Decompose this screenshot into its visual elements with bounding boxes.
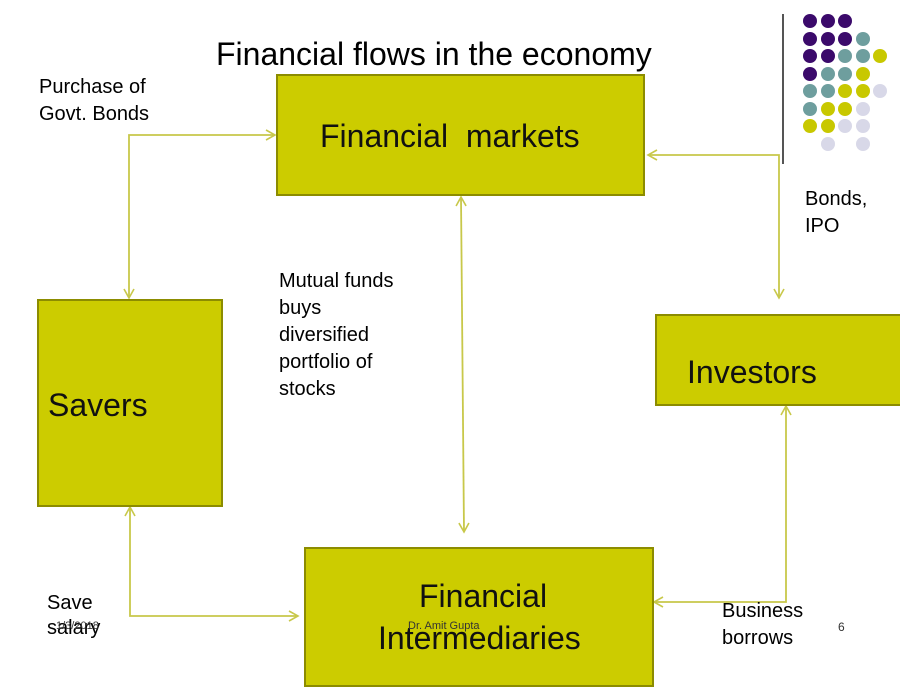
label-salary-line2: salary: [47, 617, 101, 639]
label-borrows-line2: borrows: [722, 627, 794, 649]
node-financial-intermediaries-label-1: Financial: [419, 578, 548, 614]
decorative-dot: [838, 84, 852, 98]
edge-savers-markets: [123, 129, 277, 300]
decorative-dot: [855, 136, 870, 151]
footer-author: Dr. Amit Gupta: [408, 620, 480, 632]
decorative-dot: [820, 49, 835, 63]
decorative-dot: [803, 14, 817, 28]
decorative-dot: [820, 66, 835, 81]
footer-date: 1/3/2018: [56, 620, 99, 632]
decorative-dot: [855, 66, 870, 81]
decorative-dot: [820, 101, 835, 116]
decorative-dot: [803, 84, 817, 98]
node-investors-label: Investors: [687, 354, 817, 390]
decorative-dot: [820, 31, 835, 46]
label-purchase-govt-bonds: Purchase of Govt. Bonds: [39, 74, 149, 127]
label-bonds-ipo: Bonds, IPO: [805, 186, 867, 239]
label-business-line1: Business: [722, 600, 804, 622]
node-savers[interactable]: Savers: [37, 299, 223, 507]
label-save-salary: Save salary: [47, 591, 100, 641]
decorative-dot: [803, 31, 817, 46]
decorative-dot: [838, 119, 852, 133]
label-purchase-line2: Govt. Bonds: [39, 102, 150, 125]
decorative-divider: [782, 14, 784, 164]
decorative-dot: [873, 84, 887, 98]
decorative-dot: [855, 119, 870, 133]
slide-title: Financial flows in the economy: [216, 36, 652, 72]
page-number: 6: [838, 620, 845, 634]
node-financial-intermediaries[interactable]: Financial Intermediaries: [304, 547, 654, 687]
decorative-dot: [820, 14, 835, 28]
decorative-dot: [803, 119, 817, 133]
decorative-dot: [855, 84, 870, 98]
label-business-borrows: Business borrows: [722, 598, 803, 652]
label-mutual-line: diversified: [279, 324, 370, 346]
edge-markets-investors: [646, 149, 785, 300]
edge-markets-intermediaries: [455, 195, 470, 534]
decorative-dot: [838, 49, 852, 63]
node-financial-intermediaries-label-2: Intermediaries: [378, 620, 581, 656]
node-savers-label: Savers: [48, 387, 148, 423]
decorative-dot: [803, 101, 817, 116]
label-bonds-line1: Bonds,: [805, 188, 868, 210]
edge-savers-intermediaries: [124, 505, 300, 622]
decorative-dot: [820, 119, 835, 133]
label-purchase-line1: Purchase of: [39, 76, 146, 98]
label-mutual-line: portfolio of: [279, 351, 373, 373]
label-mutual-line: Mutual funds: [279, 270, 394, 292]
decorative-dot: [855, 49, 870, 63]
decorative-dot: [803, 49, 817, 63]
label-ipo-line2: IPO: [805, 214, 840, 237]
decorative-dot: [838, 101, 852, 116]
decorative-dot: [838, 31, 852, 46]
decorative-dot: [855, 101, 870, 116]
node-financial-markets-label: Financial markets: [320, 118, 580, 154]
decorative-dot: [873, 49, 887, 63]
label-mutual-line: buys: [279, 297, 322, 319]
node-investors[interactable]: Investors: [655, 314, 900, 406]
decorative-dot: [838, 66, 852, 81]
decorative-dot: [820, 84, 835, 98]
label-mutual-funds: Mutual funds buys diversified portfolio …: [279, 268, 394, 403]
decorative-dot: [820, 136, 835, 151]
node-financial-markets[interactable]: Financial markets: [276, 74, 645, 196]
label-mutual-line: stocks: [279, 378, 336, 400]
label-save-line1: Save: [47, 592, 93, 614]
edge-intermediaries-investors: [652, 404, 792, 608]
decorative-dot: [855, 31, 870, 46]
decorative-dot: [838, 14, 852, 28]
decorative-dot: [803, 66, 817, 81]
